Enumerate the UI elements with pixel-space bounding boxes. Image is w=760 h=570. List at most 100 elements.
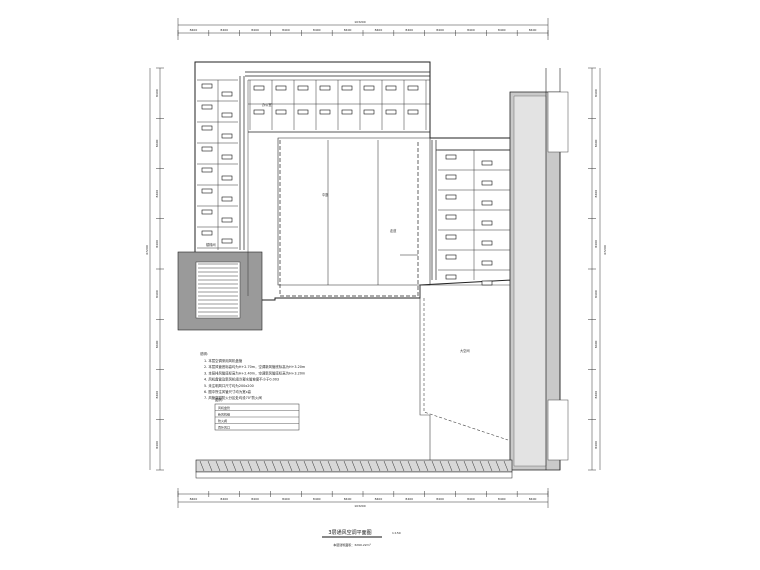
fan-coil-unit [385, 109, 397, 115]
air-ducts [239, 71, 510, 297]
room-label-atrium: 中庭 [322, 192, 329, 197]
fan-coil-unit [319, 109, 331, 115]
note-line: 6. 图中所注风管尺寸均为宽x高 [204, 389, 252, 394]
legend-row: 百叶风口 [218, 425, 230, 430]
fan-coil-unit [275, 85, 287, 91]
left-bay-dim: 8400 [155, 441, 159, 449]
bottom-bay-dim: 8400 [436, 497, 444, 501]
fan-coil-unit [201, 209, 213, 215]
left-bay-dim: 8400 [155, 240, 159, 248]
note-line: 1. 本层空调采用风机盘管 [204, 358, 243, 363]
bottom-bay-dim: 8400 [313, 497, 321, 501]
fan-coil-unit [341, 109, 353, 115]
right-bay-dim: 8400 [594, 190, 598, 198]
bottom-bay-dim: 8400 [529, 497, 537, 501]
top-bay-dim: 8400 [375, 28, 383, 32]
right-bay-dim: 8400 [594, 391, 598, 399]
fan-coil-unit [275, 109, 287, 115]
drawing-scale: 1:150 [392, 531, 401, 535]
fan-coil-unit [407, 85, 419, 91]
bottom-bay-dim: 8400 [344, 497, 352, 501]
fan-coil-unit [363, 85, 375, 91]
note-line: 2. 本层风管底标高均为H+2.70m，空调新风管底标高为H+3.20m [204, 364, 306, 369]
fan-coil-unit [201, 125, 213, 131]
right-total-dim: 67200 [603, 245, 607, 255]
fan-coil-unit [253, 109, 265, 115]
fan-coil-unit [481, 220, 493, 226]
top-bay-dim: 8400 [344, 28, 352, 32]
fan-coil-unit [221, 112, 233, 118]
fan-coil-unit [445, 154, 457, 160]
top-bay-dim: 8400 [251, 28, 259, 32]
left-bay-dim: 8400 [155, 89, 159, 97]
fan-coil-unit [385, 85, 397, 91]
southeast-hall [419, 284, 511, 471]
fan-coil-unit [445, 214, 457, 220]
fan-coil-unit [445, 274, 457, 280]
fan-coil-unit [297, 85, 309, 91]
drawing-title: 3层通风空调平面图 1:150 本层建筑面积：3290.22m² [322, 529, 401, 547]
fan-coil-unit [221, 91, 233, 97]
bottom-bay-dim: 8400 [220, 497, 228, 501]
drawing-title-text: 3层通风空调平面图 [328, 529, 371, 536]
side-bay-dims: 8400 8400 8400 8400 8400 8400 8400 8400 8400 8400… [155, 89, 598, 448]
note-line: 7. 风管穿越防火分区处均设70°防火阀 [204, 395, 262, 400]
bottom-bay-dim: 8400 [190, 497, 198, 501]
right-bay-dim: 8400 [594, 441, 598, 449]
fan-coil-unit [481, 200, 493, 206]
fan-coil-unit [201, 146, 213, 152]
left-bay-dim: 8400 [155, 391, 159, 399]
bottom-bay-dim: 8400 [498, 497, 506, 501]
right-bay-dim: 8400 [594, 290, 598, 298]
note-line: 3. 本层排风管底标高为H+2.40m，空调新风管底标高为H+3.20m [204, 370, 306, 375]
top-total-dim: 103200 [354, 20, 366, 24]
legend-row: 新风机组 [218, 412, 230, 417]
legend-row: 风机盘管 [218, 405, 230, 410]
bottom-bay-dim: 8400 [405, 497, 413, 501]
note-line: 5. 未注明风口尺寸均为200x200 [204, 383, 254, 388]
room-label-office: 办公室 [262, 102, 272, 107]
left-bay-dim: 8400 [155, 190, 159, 198]
legend-row: 防火阀 [218, 418, 227, 423]
top-bay-dim: 8400 [190, 28, 198, 32]
fan-coil-unit [445, 234, 457, 240]
room-label-hall: 大空间 [460, 348, 470, 353]
note-line: 4. 风机盘管及新风机组冷凝水管坡度不小于0.003 [204, 377, 279, 382]
room-label-stair: 楼梯间 [206, 242, 216, 247]
right-bay-dim: 8400 [594, 240, 598, 248]
legend-heading: 图例： [215, 397, 225, 402]
fan-coil-unit [201, 167, 213, 173]
fan-coil-unit [445, 174, 457, 180]
fan-coil-unit [221, 133, 233, 139]
area-note: 本层建筑面积：3290.22m² [333, 542, 371, 547]
east-wing [509, 68, 569, 471]
bottom-total-dim: 103200 [354, 504, 366, 508]
fan-coil-unit [201, 104, 213, 110]
fan-coil-unit [221, 196, 233, 202]
room-label-corridor: 走道 [390, 228, 397, 233]
fan-coil-unit [481, 240, 493, 246]
fan-coil-unit [221, 217, 233, 223]
fan-coil-unit [253, 85, 265, 91]
fan-coil-unit [341, 85, 353, 91]
right-bay-dim: 8400 [594, 139, 598, 147]
notes-heading: 说明： [200, 351, 210, 356]
top-bay-dim: 8400 [313, 28, 321, 32]
top-bay-dim: 8400 [220, 28, 228, 32]
top-bay-dim: 8400 [282, 28, 290, 32]
top-bay-dim: 8400 [436, 28, 444, 32]
top-bay-dims: 8400 8400 8400 8400 8400 8400 8400 8400 8400 8400… [190, 28, 537, 501]
right-bay-dim: 8400 [594, 340, 598, 348]
fan-coil-unit [221, 175, 233, 181]
left-bay-dim: 8400 [155, 290, 159, 298]
top-bay-dim: 8400 [405, 28, 413, 32]
fan-coil-unit [481, 160, 493, 166]
fan-coil-unit [297, 109, 309, 115]
bottom-bay-dim: 8400 [375, 497, 383, 501]
bottom-bay-dim: 8400 [251, 497, 259, 501]
right-bay-dim: 8400 [594, 89, 598, 97]
fan-coil-unit [481, 260, 493, 266]
fan-coil-unit [363, 109, 375, 115]
